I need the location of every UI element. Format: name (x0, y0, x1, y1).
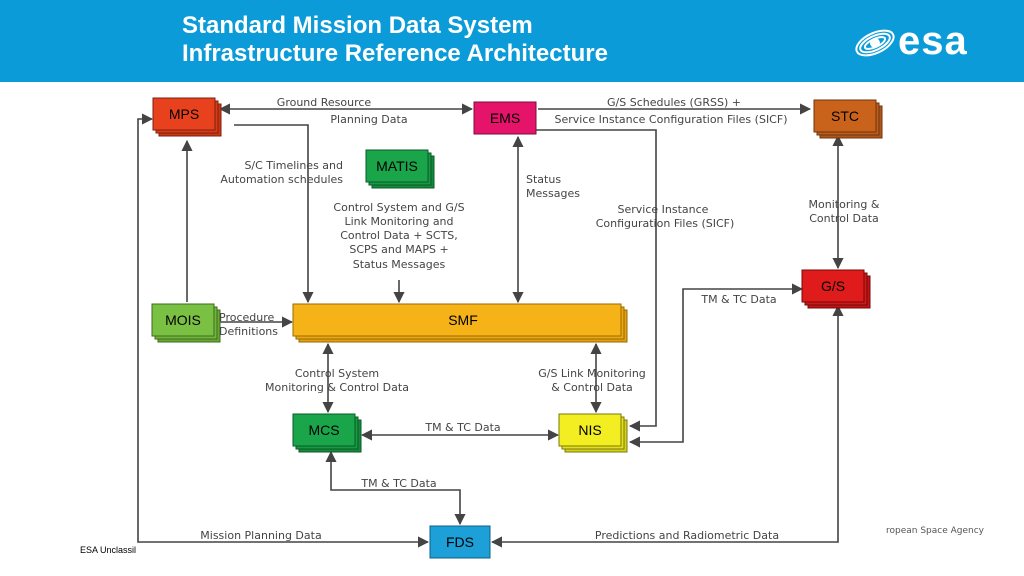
node-smf: SMF (292, 303, 628, 343)
label-ground-resource-1: Ground Resource (277, 96, 372, 109)
title-line-1: Standard Mission Data System (182, 12, 533, 39)
label-monitoring-control-1: Monitoring & (809, 198, 880, 211)
label-procedure-2: Definitions (219, 325, 278, 338)
node-fds: FDS (429, 525, 491, 559)
label-mission-planning: Mission Planning Data (200, 529, 321, 542)
label-ground-resource-2: Planning Data (330, 113, 407, 126)
esa-logo: esa (852, 18, 1002, 68)
label-sc-timelines-2: Automation schedules (220, 173, 343, 186)
label-service-instance-2: Configuration Files (SICF) (596, 217, 735, 230)
node-ems: EMS (473, 101, 537, 135)
mps-smf-arrow (234, 124, 314, 304)
node-ems-label: EMS (490, 110, 520, 126)
label-gs-link-2: & Control Data (551, 381, 633, 394)
connections (137, 103, 844, 548)
fds-mps-arrow (137, 113, 430, 548)
node-mois: MOIS (151, 303, 221, 343)
node-mcs-label: MCS (308, 422, 339, 438)
label-gs-link-1: G/S Link Monitoring (538, 367, 646, 380)
node-mois-label: MOIS (165, 312, 201, 328)
label-procedure-1: Procedure (219, 311, 275, 324)
esa-swirl-icon (855, 29, 895, 57)
label-cs-monitoring-2: Monitoring & Control Data (265, 381, 409, 394)
label-control-system-2: Link Monitoring and (344, 215, 453, 228)
agency-footer: ropean Space Agency (886, 526, 985, 536)
label-sc-timelines-1: S/C Timelines and (244, 159, 343, 172)
node-stc: STC (813, 99, 883, 139)
node-nis: NIS (558, 413, 628, 453)
node-mps: MPS (152, 97, 222, 137)
esa-logo-text: esa (898, 19, 968, 63)
node-stc-label: STC (831, 108, 859, 124)
classification-footer: ESA Unclassil (80, 545, 136, 555)
label-control-system-1: Control System and G/S (333, 201, 464, 214)
node-matis: MATIS (365, 149, 435, 189)
label-control-system-4: SCPS and MAPS + (349, 243, 448, 256)
label-status-messages-2: Messages (526, 187, 580, 200)
node-gs: G/S (801, 269, 871, 309)
title-line-2: Infrastructure Reference Architecture (182, 40, 608, 67)
label-gs-schedules-1: G/S Schedules (GRSS) + (607, 96, 741, 109)
label-gs-schedules-2: Service Instance Configuration Files (SI… (555, 113, 788, 126)
label-predictions: Predictions and Radiometric Data (595, 529, 779, 542)
node-smf-label: SMF (448, 312, 478, 328)
edge-labels: Ground Resource Planning Data G/S Schedu… (200, 96, 880, 542)
label-service-instance-1: Service Instance (618, 203, 709, 216)
page-title: Standard Mission Data System Infrastruct… (182, 12, 608, 68)
label-control-system-5: Status Messages (353, 258, 446, 271)
label-tm-tc-mcs-fds: TM & TC Data (360, 477, 436, 490)
label-control-system-3: Control Data + SCTS, (340, 229, 458, 242)
label-status-messages-1: Status (526, 173, 561, 186)
label-tm-tc-gs: TM & TC Data (700, 293, 776, 306)
node-mcs: MCS (292, 413, 362, 453)
label-tm-tc-mcs-nis: TM & TC Data (424, 421, 500, 434)
node-gs-label: G/S (821, 278, 845, 294)
header-bar (0, 0, 1024, 82)
node-fds-label: FDS (446, 534, 474, 550)
label-monitoring-control-2: Control Data (809, 212, 879, 225)
node-nis-label: NIS (578, 422, 601, 438)
fds-gs-arrow (490, 304, 844, 548)
node-mps-label: MPS (169, 106, 199, 122)
label-cs-monitoring-1: Control System (295, 367, 379, 380)
node-matis-label: MATIS (376, 158, 418, 174)
